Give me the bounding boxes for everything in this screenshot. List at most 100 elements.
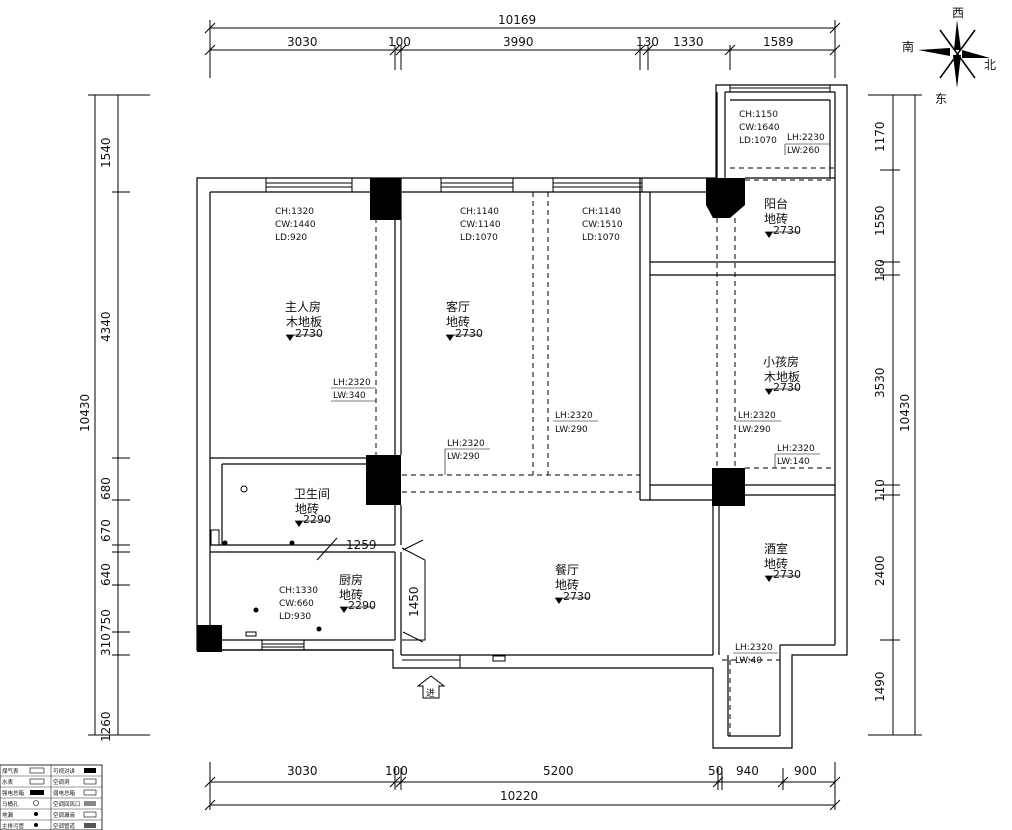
beam-note-line: LH:2320 — [738, 411, 776, 421]
beam-note-line: LW:290 — [447, 452, 480, 462]
window-note-line: CH:1320 — [275, 207, 314, 217]
top-dimension: 130 — [636, 35, 659, 49]
pipe-icon — [210, 529, 220, 546]
beam-lines — [375, 167, 835, 736]
beam-note-line: LW:140 — [777, 457, 810, 467]
floor-drain-icon — [289, 540, 295, 546]
window-note: CH:1140 CW:1140 LD:1070 — [460, 207, 501, 243]
room-height: 2730 — [295, 327, 323, 340]
beam-note: LH:2320 LW:290 — [736, 411, 781, 435]
room-height: 2730 — [563, 590, 591, 603]
right-dimension: 110 — [873, 479, 887, 502]
window-note-line: CW:1440 — [275, 220, 316, 230]
right-dimension: 1490 — [873, 671, 887, 702]
room-name: 主人房 — [285, 299, 321, 314]
top-dimension: 1589 — [763, 35, 794, 49]
legend-label: 空调回风口 — [53, 800, 81, 808]
walls — [196, 84, 848, 749]
right-dimension: 1550 — [873, 205, 887, 236]
columns — [197, 178, 745, 652]
bottom-dimension: 3030 — [287, 764, 318, 778]
beam-note-line: LH:2230 — [787, 133, 825, 143]
bottom-dimension: 100 — [385, 764, 408, 778]
left-dimension: 1540 — [99, 137, 113, 168]
compass-south-label: 南 — [902, 39, 914, 54]
window-note-line: CH:1140 — [582, 207, 621, 217]
bottom-dimension: 900 — [794, 764, 817, 778]
floor-drain-icon — [222, 540, 228, 546]
column — [197, 625, 222, 652]
entrance-label: 进 — [426, 688, 435, 699]
elevation-marker-icon — [555, 598, 563, 604]
beam-note-line: LW:260 — [787, 146, 820, 156]
room-height: 2290 — [303, 513, 331, 526]
legend-label: 可视对讲 — [53, 767, 76, 775]
beam-note-line: LH:2320 — [447, 439, 485, 449]
top-dimensions — [204, 20, 841, 78]
window-note: CH:1140 CW:1510 LD:1070 — [582, 207, 623, 243]
window-note-line: LD:1070 — [582, 233, 620, 243]
top-dimension: 1330 — [673, 35, 704, 49]
room-kitchen: 厨房 地砖 2290 — [339, 572, 376, 613]
legend-label: 空调管道 — [53, 822, 76, 830]
fixtures — [210, 485, 506, 668]
window-note: CH:1330 CW:660 LD:930 — [279, 586, 318, 622]
beam-note-line: LW:290 — [738, 425, 771, 435]
room-floor: 木地板 — [764, 370, 800, 384]
room-living: 客厅 地砖 2730 — [446, 299, 483, 341]
right-dimension: 1170 — [873, 121, 887, 152]
left-dimension: 310 — [99, 633, 113, 656]
compass-north-label: 北 — [984, 58, 996, 72]
intercom-icon — [84, 768, 96, 773]
column — [712, 468, 745, 506]
bottom-dimension: 5200 — [543, 764, 574, 778]
room-height: 2730 — [773, 381, 801, 394]
window-note-line: LD:920 — [275, 233, 307, 243]
ac-return-icon — [84, 801, 96, 806]
bottom-dimension: 50 — [708, 764, 723, 778]
legend-label: 弱电总箱 — [53, 789, 76, 797]
left-total-dimension: 10430 — [78, 394, 92, 432]
room-floor: 地砖 — [764, 211, 788, 226]
power-box-icon — [30, 790, 44, 795]
beam-note: LH:2320 LW:290 — [444, 439, 490, 475]
window-note-line: LD:930 — [279, 612, 311, 622]
room-balcony: 阳台 地砖 2730 — [764, 196, 801, 238]
corridor-dimension: 1450 — [407, 586, 421, 617]
compass-needle-north — [962, 50, 990, 58]
window-note: CH:1320 CW:1440 LD:920 — [275, 207, 316, 243]
legend-label: 马桶孔 — [2, 800, 19, 808]
column — [706, 178, 745, 218]
legend-label: 水表 — [2, 778, 14, 786]
window-note-line: CW:1510 — [582, 220, 623, 230]
kitchen-width-dimension: 1259 — [346, 538, 377, 552]
electric-box-icon — [492, 655, 506, 662]
beam-note: LH:2320 LW:340 — [331, 378, 376, 402]
elevation-marker-icon — [340, 607, 348, 613]
water-meter-icon — [29, 778, 45, 785]
legend-label: 地漏 — [2, 811, 14, 819]
legend-label: 强电总箱 — [2, 789, 25, 797]
weak-power-box-icon — [83, 789, 97, 796]
left-dimension: 640 — [99, 563, 113, 586]
beam-note-line: LH:2320 — [735, 643, 773, 653]
elevation-marker-icon — [765, 232, 773, 238]
window-note-line: LD:1070 — [460, 233, 498, 243]
legend: 煤气表 可视对讲 水表 空调洞 强电总箱 弱电总箱 马桶孔 空调回风口 地漏 空… — [0, 764, 103, 830]
room-name: 酒室 — [764, 541, 788, 556]
room-floor: 地砖 — [764, 556, 788, 571]
window-note-line: CW:1140 — [460, 220, 501, 230]
window-note-line: CW:1640 — [739, 123, 780, 133]
floor-drain-legend-icon — [34, 812, 38, 816]
right-dimension: 2400 — [873, 555, 887, 586]
elevation-marker-icon — [446, 335, 454, 341]
compass-needle-south — [918, 48, 950, 56]
room-name: 阳台 — [764, 196, 788, 211]
right-dimensions — [868, 94, 922, 736]
gas-meter-icon — [29, 767, 45, 774]
room-height: 2730 — [773, 568, 801, 581]
left-dimension: 750 — [99, 609, 113, 632]
room-wine-room: 酒室 地砖 2730 — [764, 541, 801, 582]
elevation-marker-icon — [765, 389, 773, 395]
beam-note: LH:2230 LW:260 — [784, 133, 830, 156]
